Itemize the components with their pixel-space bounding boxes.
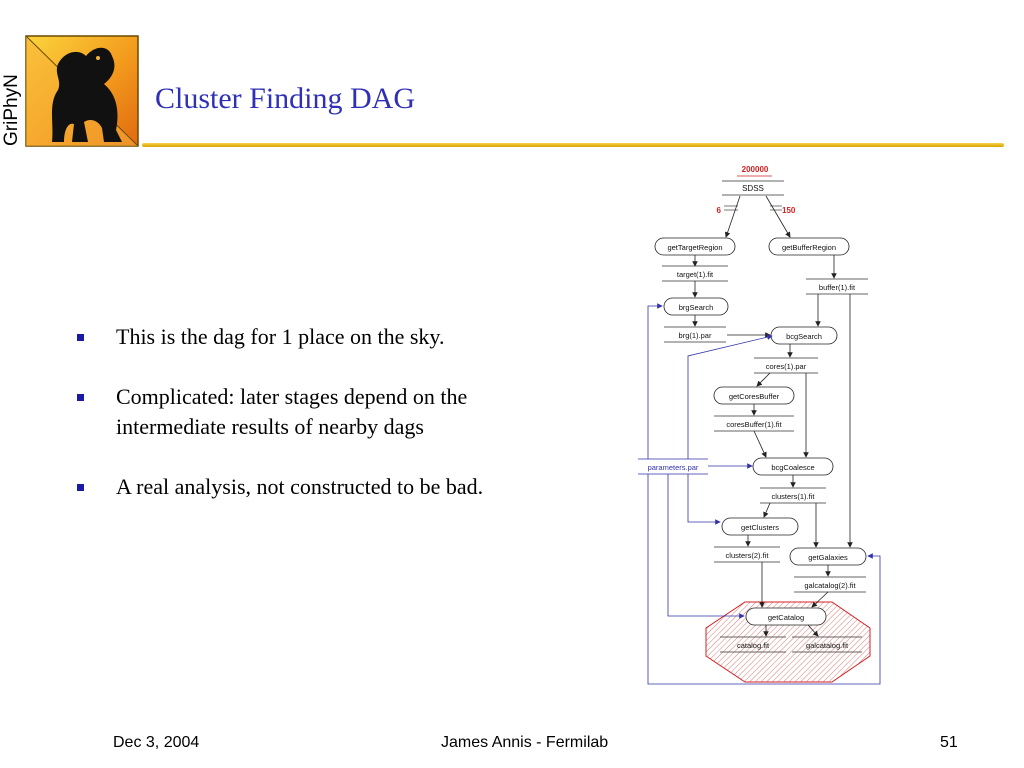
source-sdss: SDSS bbox=[742, 184, 764, 193]
left-count: 6 bbox=[717, 206, 722, 215]
node-getGalaxies: getGalaxies bbox=[808, 553, 848, 562]
file-coresBuffer: coresBuffer(1).fit bbox=[726, 420, 782, 429]
node-getTargetRegion: getTargetRegion bbox=[667, 243, 722, 252]
node-bcgCoalesce: bcgCoalesce bbox=[771, 463, 814, 472]
file-buffer: buffer(1).fit bbox=[819, 283, 856, 292]
node-getBufferRegion: getBufferRegion bbox=[782, 243, 836, 252]
file-parameters: parameters.par bbox=[648, 463, 699, 472]
node-getClusters: getClusters bbox=[741, 523, 779, 532]
node-brgSearch: brgSearch bbox=[679, 303, 714, 312]
file-clusters2: clusters(2).fit bbox=[726, 551, 770, 560]
bullet-item: This is the dag for 1 place on the sky. bbox=[74, 322, 514, 352]
file-cores: cores(1).par bbox=[766, 362, 807, 371]
square-bullet-icon bbox=[77, 334, 84, 341]
file-galcatalog2: galcatalog(2).fit bbox=[804, 581, 856, 590]
file-galcatalog: galcatalog.fit bbox=[806, 641, 849, 650]
file-clusters1: clusters(1).fit bbox=[772, 492, 816, 501]
footer-date: Dec 3, 2004 bbox=[113, 734, 200, 751]
node-getCatalog: getCatalog bbox=[768, 613, 804, 622]
footer-author: James Annis - Fermilab bbox=[441, 734, 609, 751]
square-bullet-icon bbox=[77, 394, 84, 401]
bullet-text: A real analysis, not constructed to be b… bbox=[116, 474, 484, 499]
griphyn-vertical-label: GriPhyN bbox=[1, 74, 22, 146]
square-bullet-icon bbox=[77, 484, 84, 491]
catalog-region-octagon bbox=[705, 601, 871, 683]
node-getCoresBuffer: getCoresBuffer bbox=[729, 392, 780, 401]
cluster-finding-dag-diagram: 200000 SDSS 6 150 getTargetRegion getBuf… bbox=[638, 165, 881, 685]
file-catalog: catalog.fit bbox=[737, 641, 770, 650]
file-target: target(1).fit bbox=[677, 270, 714, 279]
slide-title: Cluster Finding DAG bbox=[155, 82, 416, 115]
file-brg: brg(1).par bbox=[679, 331, 712, 340]
bullet-text: This is the dag for 1 place on the sky. bbox=[116, 324, 445, 349]
griphyn-logo bbox=[25, 35, 139, 147]
bullet-text: Complicated: later stages depend on the … bbox=[116, 384, 468, 439]
bullet-item: Complicated: later stages depend on the … bbox=[74, 382, 514, 442]
right-count: 150 bbox=[782, 206, 796, 215]
title-underline bbox=[142, 143, 1004, 147]
griphyn-vertical-text: GriPhyN bbox=[1, 74, 22, 146]
node-bcgSearch: bcgSearch bbox=[786, 332, 822, 341]
footer-page-number: 51 bbox=[940, 734, 958, 751]
bullet-item: A real analysis, not constructed to be b… bbox=[74, 472, 514, 502]
top-count: 200000 bbox=[742, 165, 769, 174]
bullet-list: This is the dag for 1 place on the sky. … bbox=[74, 322, 514, 532]
